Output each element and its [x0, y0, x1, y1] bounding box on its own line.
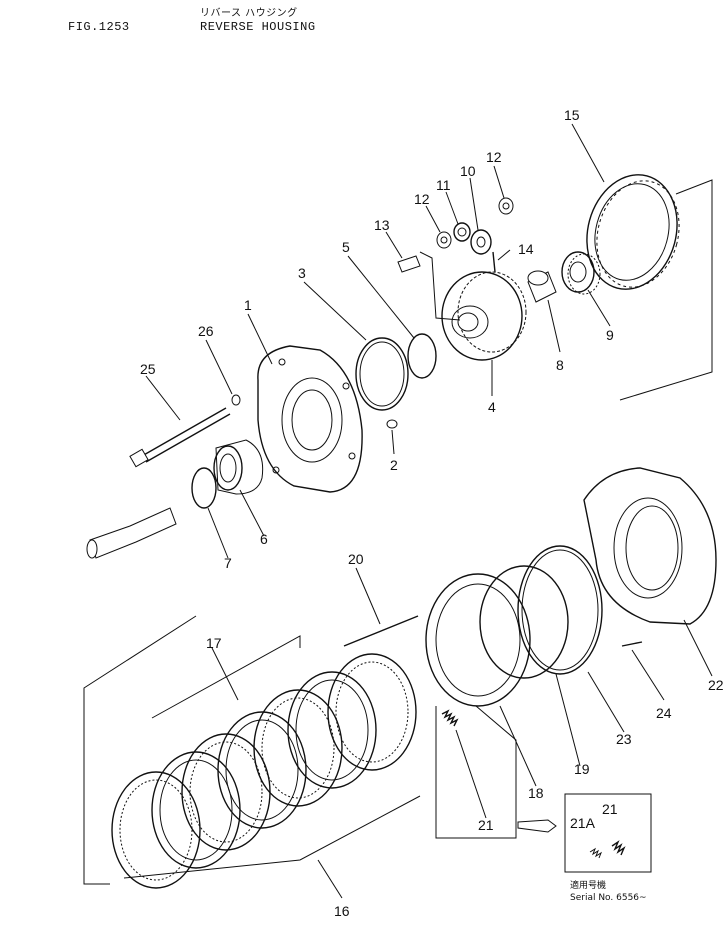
callout-25: 25: [140, 361, 156, 377]
callout-6: 6: [260, 531, 268, 547]
leader-lines: [123, 123, 713, 899]
part-1-housing: [257, 345, 363, 493]
part-11-bearing: [453, 222, 471, 242]
callout-17: 17: [206, 635, 222, 651]
callout-5: 5: [342, 239, 350, 255]
callout-11: 11: [436, 177, 451, 193]
callout-22: 22: [708, 677, 724, 693]
part-21-spring: [441, 709, 459, 727]
part-21-spring-detail: [611, 840, 626, 856]
part-21a-spring: [589, 847, 603, 859]
part-14-pin: [492, 251, 496, 273]
callout-19: 19: [574, 761, 590, 777]
part-20-pin: [343, 615, 419, 647]
part-18-piston: [425, 573, 531, 707]
callout-23: 23: [616, 731, 632, 747]
part-3-o-ring: [355, 337, 409, 411]
callout-3: 3: [298, 265, 306, 281]
callout-26: 26: [198, 323, 214, 339]
part-7-snap-ring: [191, 467, 217, 509]
callout-7: 7: [224, 555, 232, 571]
part-13-shaft: [397, 255, 421, 273]
callout-labels: 1 2 3 4 5 6 7 8 9 10 11 12 12 13 14 15 1…: [140, 107, 724, 919]
part-6-bearing: [213, 439, 264, 495]
serial-note-jp: 適用号機: [570, 879, 606, 891]
callout-21a: 21A: [570, 815, 596, 831]
part-15-ring-gear: [586, 174, 680, 290]
callout-20: 20: [348, 551, 364, 567]
part-2-nut: [386, 419, 398, 429]
callout-9: 9: [606, 327, 614, 343]
part-12-washer: [436, 231, 452, 249]
part-12-washer-upper: [498, 197, 514, 215]
callout-10: 10: [460, 163, 476, 179]
part-5-snap-ring: [407, 333, 437, 379]
title-english: REVERSE HOUSING: [200, 20, 316, 34]
callout-21-detail: 21: [602, 801, 618, 817]
part-25-bolt: [129, 407, 231, 468]
detail-arrow: [517, 819, 557, 833]
callout-1: 1: [244, 297, 252, 313]
figure-number: FIG.1253: [68, 20, 130, 34]
part-4-gear-carrier: [441, 271, 527, 361]
part-23-o-ring: [517, 545, 603, 675]
part-22-housing: [583, 467, 717, 625]
callout-12-upper: 12: [486, 149, 502, 165]
title-japanese: リバース ハウジング: [200, 8, 298, 19]
callout-13: 13: [374, 217, 390, 233]
callout-18: 18: [528, 785, 544, 801]
serial-detail-box: [564, 793, 652, 873]
callout-14: 14: [518, 241, 534, 257]
output-shaft: [86, 507, 177, 559]
callout-12: 12: [414, 191, 430, 207]
callout-4: 4: [488, 399, 496, 415]
part-9-pinion-gear: [561, 251, 601, 295]
callout-2: 2: [390, 457, 398, 473]
callout-16: 16: [334, 903, 350, 919]
callout-24: 24: [656, 705, 672, 721]
part-8-bushing: [527, 270, 557, 303]
part-19-o-ring: [479, 565, 569, 679]
callout-15: 15: [564, 107, 580, 123]
part-24-pin: [621, 641, 643, 647]
callout-8: 8: [556, 357, 564, 373]
serial-note-number: Serial No. 6556~: [570, 893, 647, 903]
clutch-disc-pack: [111, 653, 417, 889]
part-26-washer: [231, 394, 241, 406]
part-10-gear: [470, 229, 492, 255]
callout-21: 21: [478, 817, 494, 833]
